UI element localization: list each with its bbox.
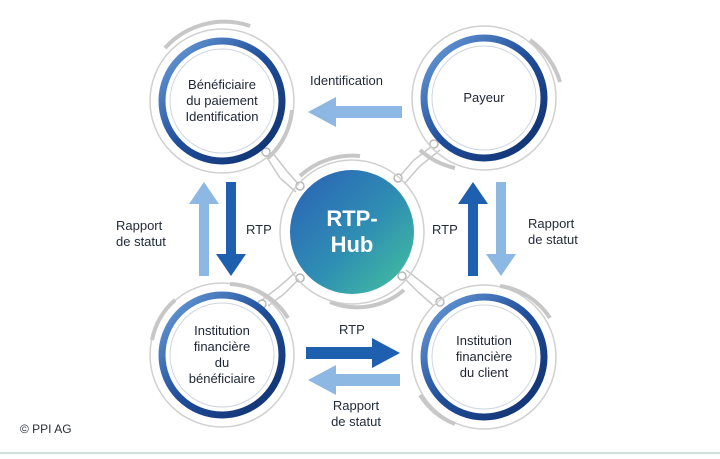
node-beneficiary-label: Bénéficiaire du paiement Identification (162, 61, 282, 141)
arrow-status-bottom-left (308, 365, 400, 395)
node-beneficiary-bank-label: Institution financière du bénéficiaire (162, 312, 282, 398)
node-payer (411, 25, 562, 171)
hub-label: RTP- Hub (302, 196, 402, 268)
label-status-bottom: Rapport de statut (326, 398, 386, 430)
copyright: © PPI AG (20, 422, 72, 436)
label-rtp-left: RTP (246, 222, 272, 237)
node-line: Institution (456, 333, 512, 348)
hub-line: RTP- (326, 206, 378, 231)
arrow-identification (308, 97, 402, 127)
label-rtp-right: RTP (432, 222, 458, 237)
node-payer-label: Payeur (424, 58, 544, 138)
label-line: Rapport (332, 398, 380, 413)
label-status-left: Rapport de statut (116, 218, 166, 250)
arrow-rtp-left-down (216, 182, 246, 276)
footer-divider (0, 452, 720, 454)
node-line: financière (193, 339, 251, 354)
arrow-status-right-down (486, 182, 516, 276)
hub-line: Hub (330, 232, 374, 257)
node-line: Identification (185, 109, 259, 124)
arrow-rtp-bottom-right (306, 338, 400, 368)
node-line: Institution (194, 323, 250, 338)
label-line: de statut (331, 414, 381, 429)
label-line: Rapport (116, 218, 163, 233)
label-status-right: Rapport de statut (528, 216, 578, 248)
node-line: du client (459, 365, 509, 380)
node-line: financière (455, 349, 513, 364)
node-line: Payeur (463, 90, 505, 105)
node-line: du paiement (186, 93, 258, 108)
node-line: Bénéficiaire (188, 77, 256, 92)
label-identification: Identification (310, 73, 383, 88)
rtp-hub (279, 153, 425, 310)
node-beneficiary (149, 19, 295, 174)
label-line: Rapport (528, 216, 575, 231)
node-line: bénéficiaire (188, 371, 256, 386)
label-line: de statut (116, 234, 166, 249)
connectors (261, 145, 443, 307)
label-line: de statut (528, 232, 578, 247)
node-line: du (214, 355, 230, 370)
node-beneficiary-bank (149, 282, 295, 428)
node-client-bank-label: Institution financière du client (424, 317, 544, 397)
arrow-status-left-up (189, 182, 219, 276)
node-client-bank (411, 284, 557, 430)
arrow-rtp-right-up (458, 182, 488, 276)
label-rtp-bottom: RTP (339, 322, 365, 337)
